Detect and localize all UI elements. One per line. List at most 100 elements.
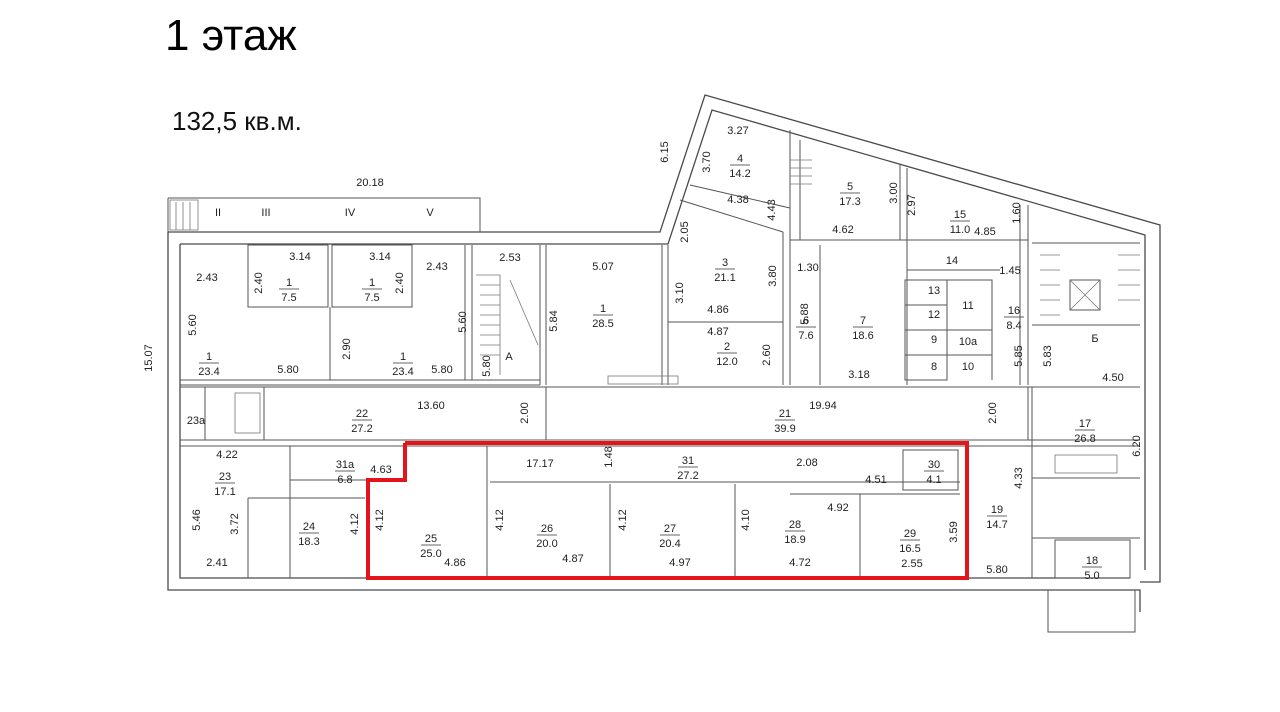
dimension-label: 3.18 (848, 369, 869, 381)
dimension-label: 3.59 (948, 521, 960, 542)
dimension-label: 4.85 (974, 226, 995, 238)
dimension-label: 5.60 (187, 314, 199, 335)
room-area: 14.7 (986, 519, 1007, 531)
room-number: 1 (400, 351, 406, 363)
dimension-label: 20.18 (356, 177, 384, 189)
room-area: 18.3 (298, 536, 319, 548)
room-number: 1 (600, 303, 606, 315)
room-area: 28.5 (592, 318, 613, 330)
room-area: 23.4 (392, 366, 413, 378)
room-area: 4.1 (926, 474, 941, 486)
dimension-label: 1.60 (1011, 202, 1023, 223)
room-number: 28 (789, 519, 801, 531)
room-number: 31 (682, 455, 694, 467)
dimension-label: 5.88 (799, 303, 811, 324)
room-number: 29 (904, 528, 916, 540)
room-number: 25 (425, 533, 437, 545)
dimension-label: 4.12 (494, 509, 506, 530)
dimension-label: 5.80 (431, 364, 452, 376)
dimension-label: 5.60 (457, 311, 469, 332)
room-number: 16 (1008, 305, 1020, 317)
room-area: 26.8 (1074, 433, 1095, 445)
dimension-label: 5.80 (481, 355, 493, 376)
room-area: 11.0 (950, 224, 971, 236)
room-area: 8.4 (1006, 320, 1021, 332)
room-number: 19 (991, 504, 1003, 516)
dimension-label: 6.15 (659, 141, 671, 162)
room-number: 27 (664, 523, 676, 535)
dimension-label: 5.83 (1042, 345, 1054, 366)
axis-label: III (261, 207, 270, 219)
dimension-label: 4.86 (444, 557, 465, 569)
stair-letter: А (505, 351, 513, 363)
dimension-label: 15.07 (143, 344, 155, 372)
dimension-label: 3.70 (701, 151, 713, 172)
room-area: 17.1 (214, 486, 235, 498)
room-number: 15 (954, 209, 966, 221)
room-area: 21.1 (714, 272, 735, 284)
room-number: 14 (946, 255, 958, 267)
room-number: 4 (737, 153, 743, 165)
dimension-label: 5.85 (1013, 345, 1025, 366)
room-area: 20.4 (659, 538, 680, 550)
dimension-label: 1.45 (999, 265, 1020, 277)
room-area: 27.2 (677, 470, 698, 482)
dimension-label: 4.50 (1102, 372, 1123, 384)
room-number: 17 (1079, 418, 1091, 430)
room-number: 6 (803, 315, 809, 327)
dimension-label: 4.86 (707, 304, 728, 316)
floor-area: 132,5 кв.м. (172, 106, 302, 136)
room-area: 18.6 (852, 330, 873, 342)
dimension-label: 5.80 (277, 364, 298, 376)
room-number: 21 (779, 408, 791, 420)
room-number: 26 (541, 523, 553, 535)
room-area: 5.0 (1084, 570, 1099, 582)
dimension-label: 2.53 (499, 252, 520, 264)
room-area: 25.0 (420, 548, 441, 560)
room-number: 1 (286, 277, 292, 289)
dimension-label: 4.72 (789, 557, 810, 569)
dimension-label: 3.14 (369, 251, 390, 263)
room-area: 23.4 (198, 366, 219, 378)
room-area: 7.6 (798, 330, 813, 342)
dimension-label: 4.87 (707, 326, 728, 338)
dimension-label: 4.97 (669, 557, 690, 569)
room-area: 7.5 (364, 292, 379, 304)
dimension-label: 1.30 (797, 262, 818, 274)
dimension-label: 2.08 (796, 457, 817, 469)
room-number: 23а (187, 415, 206, 427)
dimension-label: 5.84 (548, 310, 560, 331)
room-area: 6.8 (337, 474, 352, 486)
dimension-label: 2.40 (253, 272, 265, 293)
dimension-label: 13.60 (417, 400, 445, 412)
room-number: 31а (336, 459, 355, 471)
dimension-label: 4.12 (349, 513, 361, 534)
dimension-label: 4.51 (865, 474, 886, 486)
room-number: 5 (847, 181, 853, 193)
room-number: 1 (369, 277, 375, 289)
room-number: 23 (219, 471, 231, 483)
dimension-label: 3.14 (289, 251, 310, 263)
dimension-label: 2.60 (761, 344, 773, 365)
axis-label: V (426, 207, 434, 219)
room-number: 9 (931, 334, 937, 346)
room-number: 1 (206, 351, 212, 363)
dimension-label: 3.72 (229, 513, 241, 534)
dimension-label: 4.92 (827, 502, 848, 514)
outer-walls (167, 94, 1161, 633)
dimension-label: 4.10 (740, 509, 752, 530)
dimension-label: 4.38 (727, 194, 748, 206)
room-number: 13 (928, 285, 940, 297)
highlighted-office-boundary (366, 441, 969, 580)
room-number: 11 (962, 300, 973, 312)
room-number: 30 (928, 459, 940, 471)
dimension-label: 5.07 (592, 261, 613, 273)
dimension-label: 19.94 (809, 400, 837, 412)
axis-label: IV (345, 207, 356, 219)
room-number: 10а (959, 336, 978, 348)
room-number: 7 (860, 315, 866, 327)
dimension-label: 17.17 (526, 458, 554, 470)
room-area: 7.5 (281, 292, 296, 304)
dimension-label: 2.41 (206, 557, 227, 569)
